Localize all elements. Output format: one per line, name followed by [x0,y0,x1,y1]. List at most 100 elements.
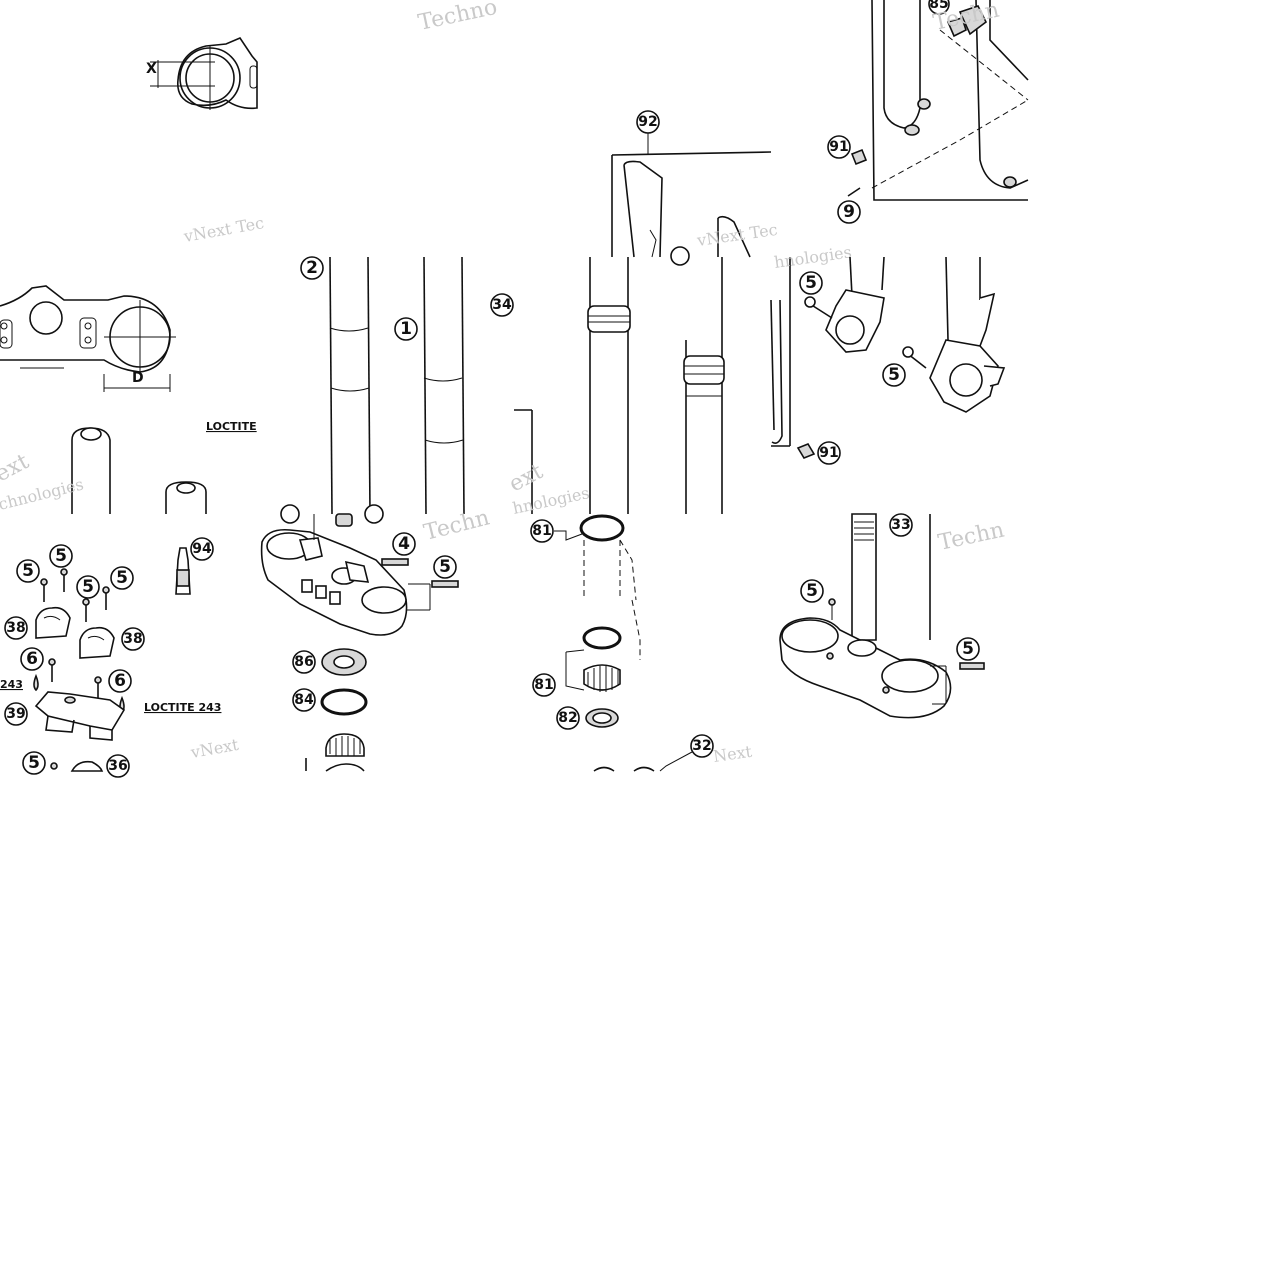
callout-91: 91 [796,441,841,465]
svg-text:5: 5 [805,273,817,293]
callout-1: 1 [394,317,418,341]
watermark: vNext [188,735,240,762]
callout-84: 84 [292,688,316,712]
svg-text:5: 5 [22,561,34,581]
svg-text:32: 32 [692,738,711,754]
svg-text:85: 85 [929,0,948,12]
callout-36: 36 [106,754,130,778]
svg-text:5: 5 [116,568,128,588]
svg-text:5: 5 [55,546,67,566]
callout-5: 5 [799,271,823,295]
loctite-note: LOCTITE 243 [144,701,221,714]
callout-33: 33 [889,513,913,537]
svg-text:38: 38 [123,631,142,647]
callout-5: 5 [110,566,134,590]
svg-text:5: 5 [806,581,818,601]
svg-text:91: 91 [829,139,848,155]
dust-seal [585,708,619,728]
watermark: hnologies [773,242,853,272]
callout-38: 38 [121,627,145,651]
callout-81: 81 [532,673,556,697]
steering-nut [305,733,365,772]
o-ring [320,688,368,716]
handlebar-mount-base [34,691,126,741]
svg-text:5: 5 [28,753,40,773]
svg-text:34: 34 [492,297,512,313]
handlebar-clamp-top-left [35,606,71,639]
loctite-note: LOCTITE [206,420,257,433]
axle-clamp-right [902,256,1006,413]
callout-39: 39 [4,702,28,726]
bolts [40,568,110,700]
callout-5: 5 [76,575,100,599]
callout-86: 86 [292,650,316,674]
callout-81: 81 [530,519,583,543]
callout-5: 5 [49,544,73,568]
dimension-d-label: D [132,370,144,386]
bearing-lower [565,626,622,692]
svg-text:91: 91 [819,445,838,461]
watermark: vNext Tec [181,213,265,246]
callout-2: 2 [300,256,324,280]
svg-text:9: 9 [843,202,855,222]
callout-5: 5 [956,637,980,661]
stanchion-top-view [71,427,207,514]
spacer-ring [321,648,367,676]
loctite-bottle [175,547,191,595]
svg-text:5: 5 [439,557,451,577]
callout-5: 5 [22,751,46,775]
callout-5: 5 [800,579,824,603]
svg-text:36: 36 [108,758,127,774]
watermark: Next [712,742,754,766]
svg-text:5: 5 [888,365,900,385]
svg-text:81: 81 [532,523,551,539]
watermark: Techno [416,0,499,36]
svg-text:4: 4 [398,534,410,554]
outer-fork-legs [514,257,725,514]
svg-text:82: 82 [558,710,577,726]
lower-clamp-dimension-view: D [0,285,176,392]
watermark: ext [505,459,547,497]
svg-text:6: 6 [26,649,38,669]
callout-92: 92 [636,110,660,134]
guard-bracket-part [770,257,791,447]
callout-82: 82 [556,706,580,730]
loctite-note-partial: 243 [0,678,23,691]
upper-triple-clamp [260,513,459,636]
watermark: Techn [421,505,492,545]
dimension-x-label: X [146,61,157,77]
watermark: ext [0,449,33,487]
svg-text:81: 81 [534,677,553,693]
svg-text:1: 1 [400,319,412,339]
svg-text:94: 94 [192,541,212,557]
callout-94: 94 [190,537,214,561]
handlebar-clamp-top-right [79,626,115,659]
callout-5: 5 [433,555,457,579]
callout-85: 85 [928,0,950,15]
bearing-cup-upper [579,514,641,660]
callout-34: 34 [490,293,514,317]
callout-6: 6 [20,647,44,671]
svg-text:6: 6 [114,671,126,691]
axle-clamp-left [804,256,885,353]
lower-leg-part [871,0,1029,201]
fork-guard-part [611,133,772,258]
callout-6: 6 [108,669,132,693]
svg-text:92: 92 [638,114,657,130]
callout-91: 91 [827,135,868,166]
svg-text:39: 39 [6,706,25,722]
callout-9: 9 [837,187,861,224]
svg-text:2: 2 [306,258,318,278]
callout-4: 4 [392,532,416,556]
lower-triple-clamp [779,513,985,719]
callout-5: 5 [16,559,40,583]
callout-38: 38 [4,616,28,640]
watermark: Techn [936,518,1006,556]
watermark: vNext Tec [695,220,779,250]
svg-text:86: 86 [294,654,313,670]
callout-32: 32 [659,734,714,772]
svg-text:38: 38 [6,620,25,636]
upper-clamp-dimension-view: X [146,37,258,110]
svg-text:84: 84 [294,692,314,708]
